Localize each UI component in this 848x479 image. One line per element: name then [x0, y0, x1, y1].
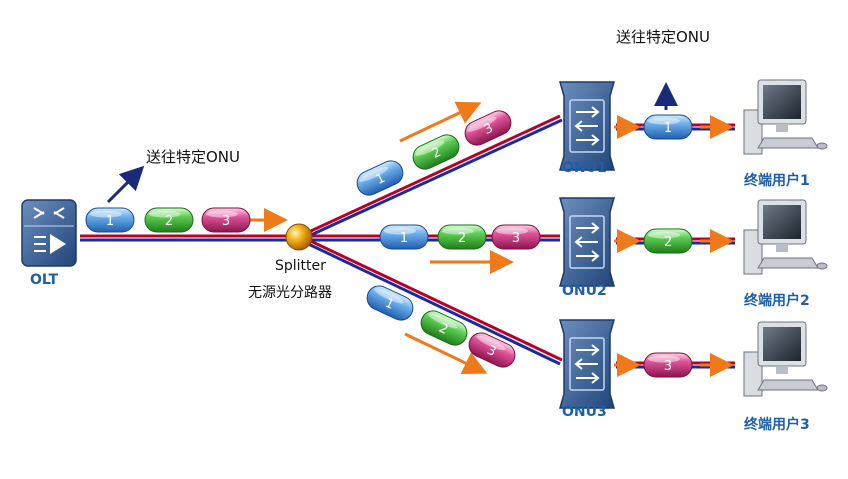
trunk-packet-2-number: 2 [165, 214, 173, 229]
branch1-packet-1: 1 [356, 160, 404, 196]
branch1-packet-3: 3 [464, 110, 512, 146]
branch2-packet-2-number: 2 [458, 231, 466, 246]
onu1-output-packet-number: 1 [664, 121, 672, 136]
onu2-device [559, 197, 615, 287]
branch2-packet-1-number: 1 [400, 231, 408, 246]
trunk-packet-2: 2 [144, 207, 194, 233]
onu3-output-packet: 3 [643, 352, 693, 378]
annotation-arrows [106, 82, 678, 204]
onu1-switch-icon [574, 106, 600, 146]
olt-port-icon [34, 234, 66, 254]
user3-computer-icon [743, 321, 828, 397]
branch1-packet-2: 2 [412, 134, 460, 170]
fiber-branch-3 [299, 234, 563, 366]
onu1-device [559, 81, 615, 171]
branch3-packet-1: 1 [366, 285, 414, 321]
onu3-output-packet-number: 3 [664, 359, 672, 374]
user3-label: 终端用户3 [744, 417, 810, 433]
annotation-to-onu-top: 送往特定ONU [616, 28, 711, 46]
branch2-packet-3-number: 3 [512, 231, 520, 246]
branch3-packet-3: 3 [468, 332, 516, 368]
onu3-switch-icon [574, 344, 600, 384]
onu3-device [559, 319, 615, 409]
splitter-ball [285, 223, 313, 251]
onu1-output-packet: 1 [643, 114, 693, 140]
onu1-label: ONU1 [562, 160, 607, 176]
olt-label: OLT [30, 272, 59, 288]
trunk-packet-3: 3 [201, 207, 251, 233]
user1-computer-icon [743, 79, 828, 155]
fiber-trunk [80, 234, 298, 242]
onu-devices [559, 81, 615, 409]
onu2-label: ONU2 [562, 283, 607, 299]
onu2-output-packet-number: 2 [664, 235, 672, 250]
user2-label: 终端用户2 [744, 293, 810, 309]
trunk-packet-1-number: 1 [106, 214, 114, 229]
branch2-packet-2: 2 [437, 224, 487, 250]
onu3-label: ONU3 [562, 404, 607, 420]
user-terminals [743, 79, 828, 397]
branch2-packet-1: 1 [379, 224, 429, 250]
splitter-label-en: Splitter [275, 258, 326, 274]
user2-computer-icon [743, 199, 828, 275]
direction-arrows [250, 101, 734, 377]
branch3-packet-2: 2 [420, 310, 468, 346]
fiber-branch-1 [299, 114, 563, 242]
trunk-packet-3-number: 3 [222, 214, 230, 229]
annotation-to-onu-left: 送往特定ONU [146, 148, 241, 166]
olt-router-icon [33, 207, 65, 219]
onu2-output-packet: 2 [643, 228, 693, 254]
olt-device [21, 199, 77, 267]
trunk-packet-1: 1 [85, 207, 135, 233]
user1-label: 终端用户1 [744, 173, 810, 189]
splitter-label-cn: 无源光分路器 [248, 285, 332, 301]
branch2-packet-3: 3 [491, 224, 541, 250]
onu2-switch-icon [574, 222, 600, 262]
